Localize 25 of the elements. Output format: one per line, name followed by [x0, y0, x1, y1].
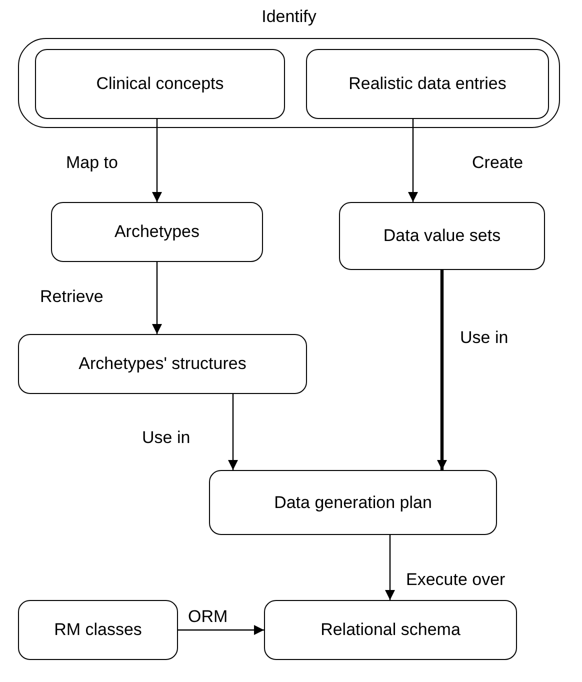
- process-box: [18, 334, 307, 394]
- node-label: Relational schema: [320, 620, 460, 640]
- process-box: [209, 470, 497, 535]
- process-box: [51, 202, 263, 262]
- arrow: [408, 118, 418, 202]
- arrow: [152, 262, 162, 334]
- arrow: [152, 118, 162, 202]
- node-label: Data generation plan: [274, 492, 432, 512]
- process-box: [306, 49, 549, 119]
- node-label: RM classes: [54, 620, 142, 640]
- process-box: [18, 600, 178, 660]
- node-label: Clinical concepts: [96, 74, 224, 94]
- edge-label: Map to: [64, 153, 120, 173]
- arrow: [385, 535, 395, 600]
- process-box: [264, 600, 517, 660]
- process-box: [35, 49, 285, 119]
- node-label: Realistic data entries: [348, 74, 506, 94]
- group-heading: Identify: [260, 7, 318, 27]
- node-label: Data value sets: [383, 226, 501, 246]
- node-label: Archetypes' structures: [78, 354, 246, 374]
- arrow: [178, 625, 264, 635]
- arrow: [437, 270, 447, 470]
- arrow: [228, 394, 238, 470]
- process-box: [339, 202, 545, 270]
- node-label: Archetypes: [114, 222, 200, 242]
